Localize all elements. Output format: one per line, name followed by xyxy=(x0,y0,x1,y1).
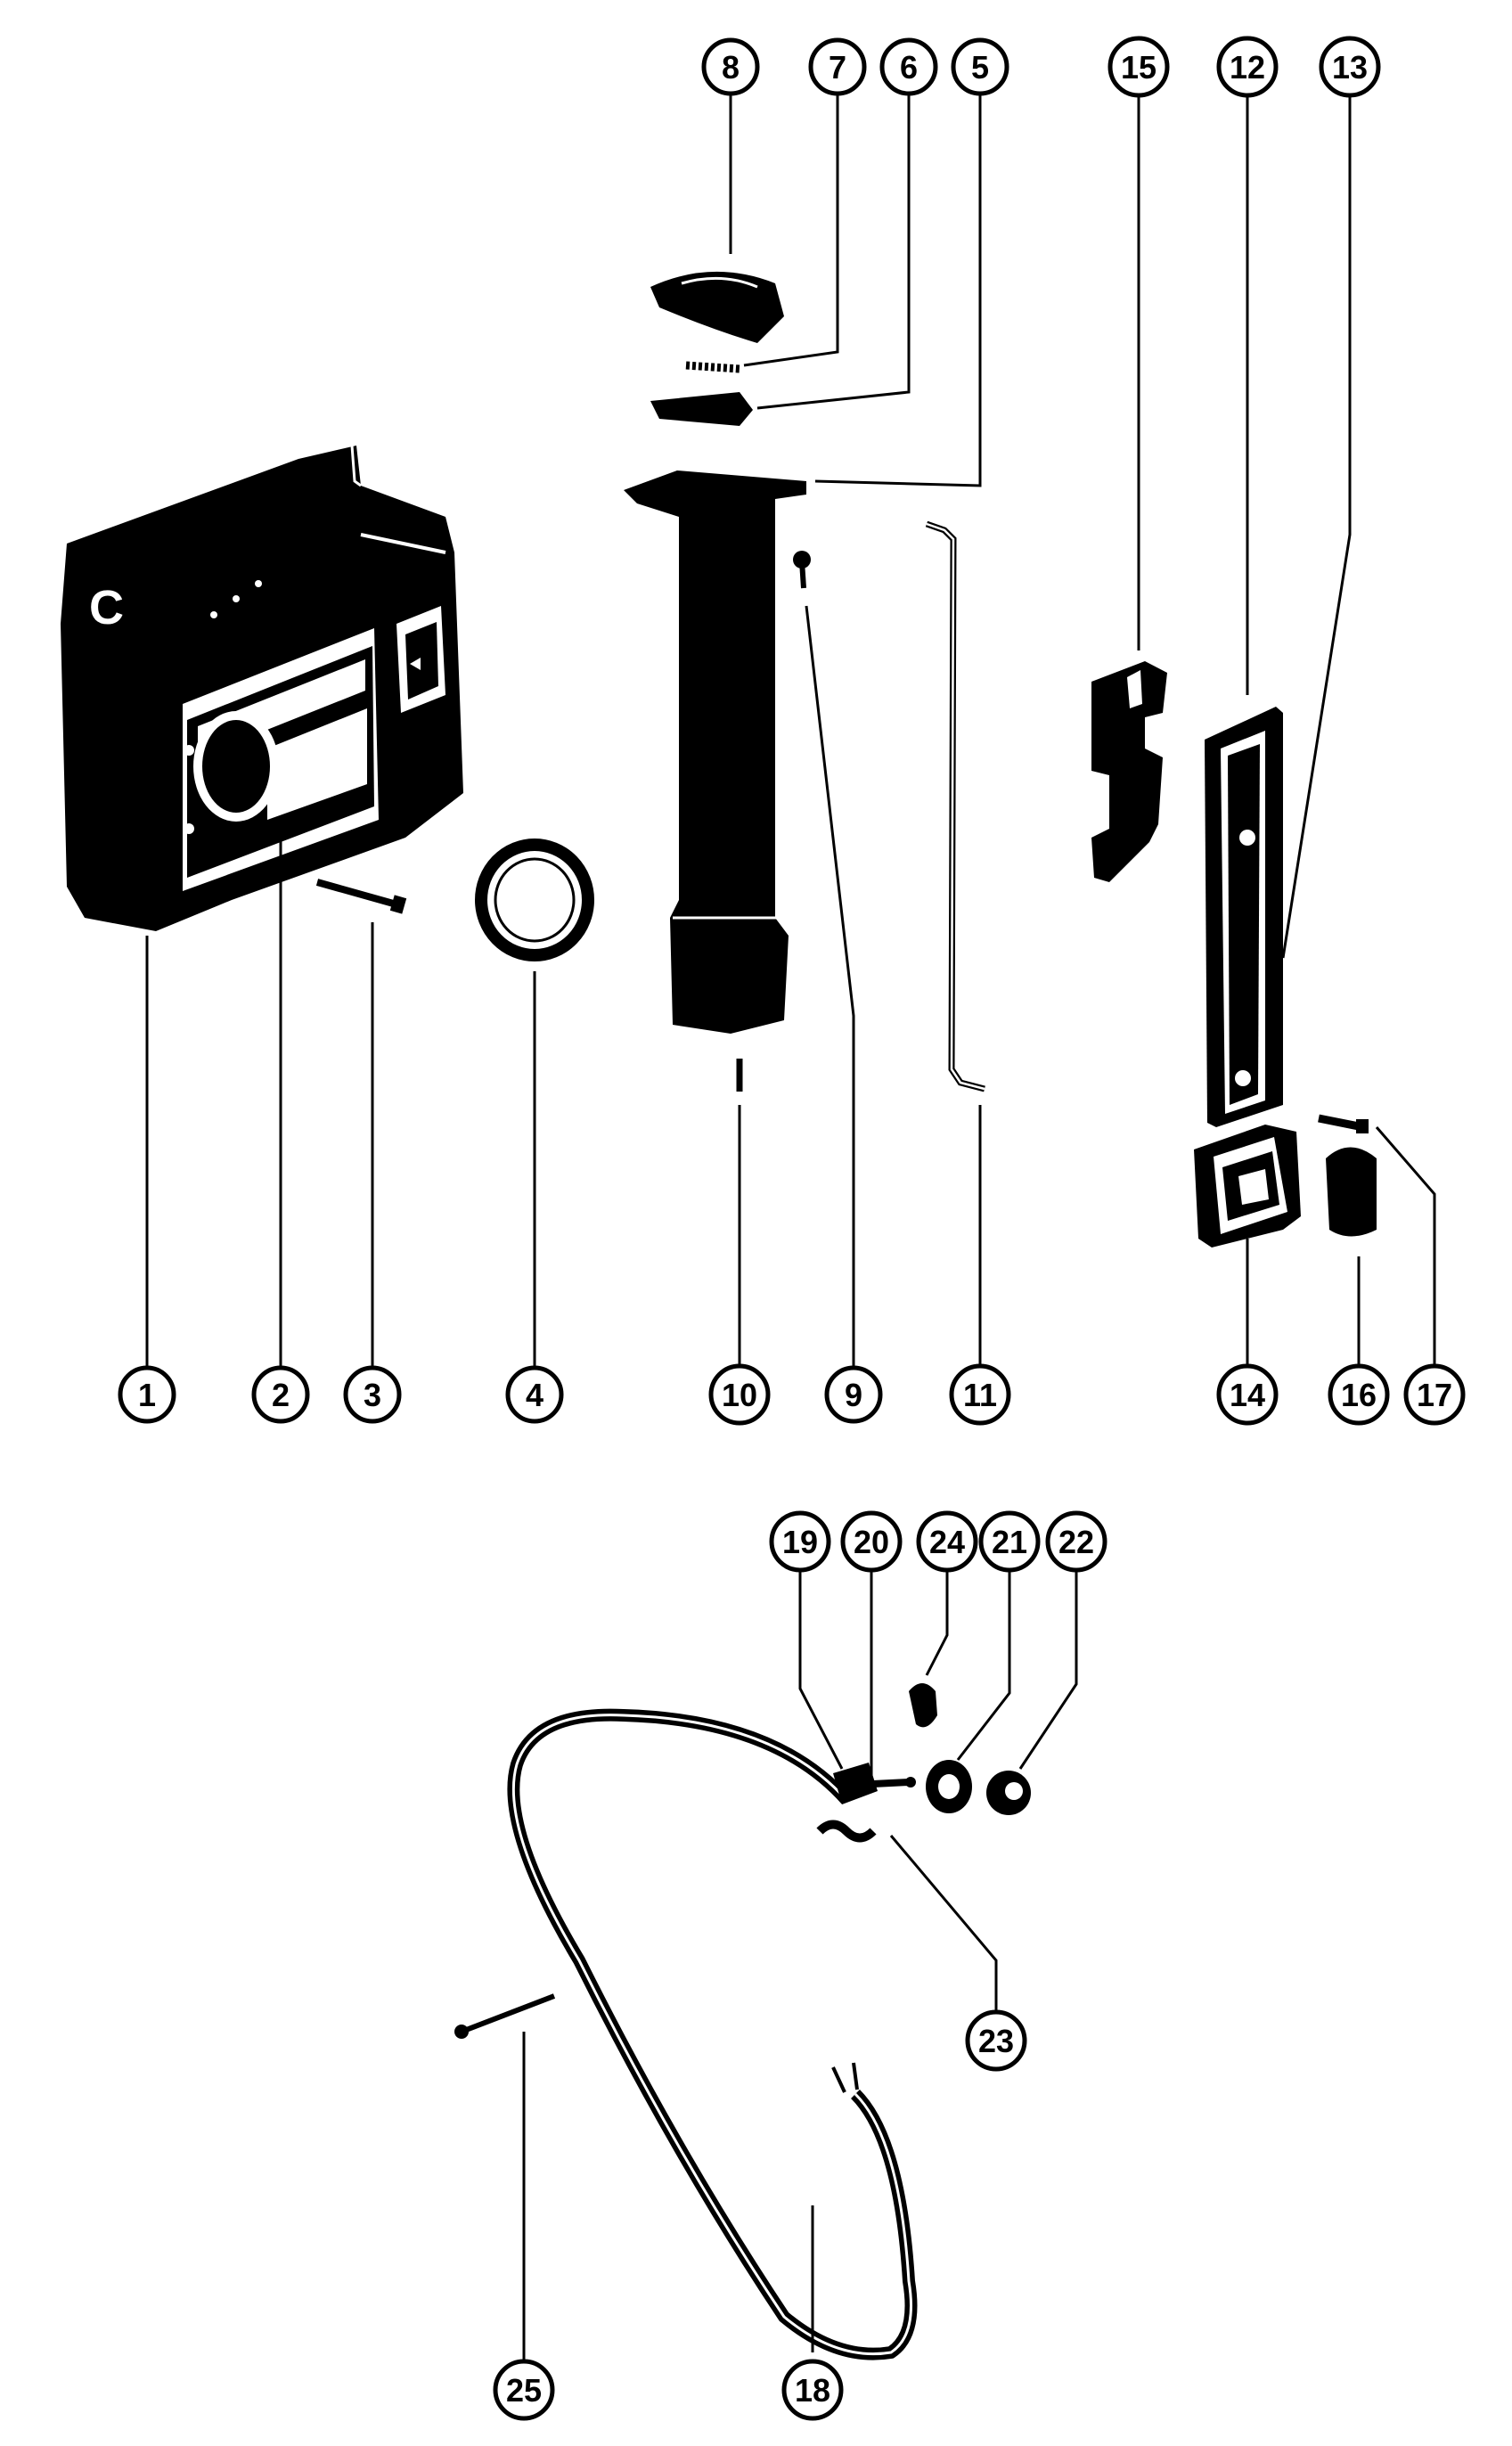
part-nut-22 xyxy=(986,1771,1031,1815)
callout-23-label: 23 xyxy=(978,2023,1014,2059)
part-terminal-20 xyxy=(872,1777,916,1787)
part-spring-7 xyxy=(685,361,740,373)
part-plate-6 xyxy=(650,392,753,426)
part-set-screw-17 xyxy=(1318,1114,1369,1133)
part-control-housing: C xyxy=(61,445,463,931)
brand-mark: C xyxy=(89,581,124,634)
callout-11-label: 11 xyxy=(963,1377,997,1413)
callout-12: 12 xyxy=(1216,36,1279,98)
callout-16: 16 xyxy=(1328,1363,1390,1426)
callouts: 1 2 3 4 5 6 7 8 9 10 11 12 13 14 15 16 1… xyxy=(118,36,1466,2421)
part-clip-23 xyxy=(816,1820,877,1843)
part-handle-grip-8 xyxy=(650,271,784,343)
callout-9: 9 xyxy=(824,1365,883,1424)
callout-6: 6 xyxy=(879,37,938,96)
callout-5: 5 xyxy=(951,37,1009,96)
part-lever-arm-12 xyxy=(1205,707,1283,1127)
callout-8-label: 8 xyxy=(722,49,740,86)
callout-18-label: 18 xyxy=(795,2372,830,2409)
part-nail-25 xyxy=(454,1993,556,2039)
callout-17: 17 xyxy=(1403,1363,1466,1426)
part-wire-harness-18 xyxy=(507,1708,918,2360)
callout-4: 4 xyxy=(505,1365,564,1424)
callout-24: 24 xyxy=(916,1510,978,1573)
callout-2: 2 xyxy=(251,1365,310,1424)
callout-13: 13 xyxy=(1319,36,1381,98)
callout-10: 10 xyxy=(708,1363,771,1426)
part-knob-16 xyxy=(1326,1147,1377,1237)
callout-22: 22 xyxy=(1045,1510,1107,1573)
callout-25-label: 25 xyxy=(506,2372,542,2409)
callout-6-label: 6 xyxy=(900,49,918,86)
callout-22-label: 22 xyxy=(1058,1524,1094,1560)
callout-11: 11 xyxy=(949,1363,1011,1426)
part-lever-base-14 xyxy=(1194,1125,1301,1248)
part-cap-24 xyxy=(909,1683,937,1728)
part-rod-11 xyxy=(925,520,985,1092)
part-bracket-15 xyxy=(1091,661,1167,882)
callout-16-label: 16 xyxy=(1341,1377,1377,1413)
callout-18: 18 xyxy=(781,2359,844,2421)
callout-2-label: 2 xyxy=(272,1377,290,1413)
callout-9-label: 9 xyxy=(845,1377,862,1413)
callout-19: 19 xyxy=(769,1510,831,1573)
callout-21: 21 xyxy=(978,1510,1041,1573)
part-switch-19 xyxy=(833,1763,878,1804)
part-screw-3 xyxy=(315,879,407,914)
callout-14: 14 xyxy=(1216,1363,1279,1426)
callout-20-label: 20 xyxy=(854,1524,889,1560)
callout-20: 20 xyxy=(840,1510,903,1573)
callout-15: 15 xyxy=(1107,36,1170,98)
callout-5-label: 5 xyxy=(971,49,989,86)
callout-13-label: 13 xyxy=(1332,49,1368,86)
callout-24-label: 24 xyxy=(929,1524,965,1560)
callout-3-label: 3 xyxy=(364,1377,381,1413)
callout-10-label: 10 xyxy=(722,1377,757,1413)
part-handle-5 xyxy=(624,470,806,1034)
callout-25: 25 xyxy=(493,2359,555,2421)
part-washer-21 xyxy=(926,1760,972,1813)
callout-15-label: 15 xyxy=(1121,49,1156,86)
callout-21-label: 21 xyxy=(992,1524,1027,1560)
callout-17-label: 17 xyxy=(1417,1377,1452,1413)
part-screw-9 xyxy=(793,551,811,589)
callout-12-label: 12 xyxy=(1230,49,1265,86)
callout-14-label: 14 xyxy=(1230,1377,1265,1413)
leader-lines xyxy=(145,94,1436,2361)
callout-8: 8 xyxy=(701,37,760,96)
callout-23: 23 xyxy=(965,2009,1027,2072)
callout-3: 3 xyxy=(343,1365,402,1424)
part-ring-plate xyxy=(475,839,594,961)
callout-19-label: 19 xyxy=(782,1524,818,1560)
callout-7-label: 7 xyxy=(829,49,846,86)
callout-1-label: 1 xyxy=(138,1377,156,1413)
callout-4-label: 4 xyxy=(526,1377,544,1413)
callout-7: 7 xyxy=(808,37,867,96)
callout-1: 1 xyxy=(118,1365,176,1424)
